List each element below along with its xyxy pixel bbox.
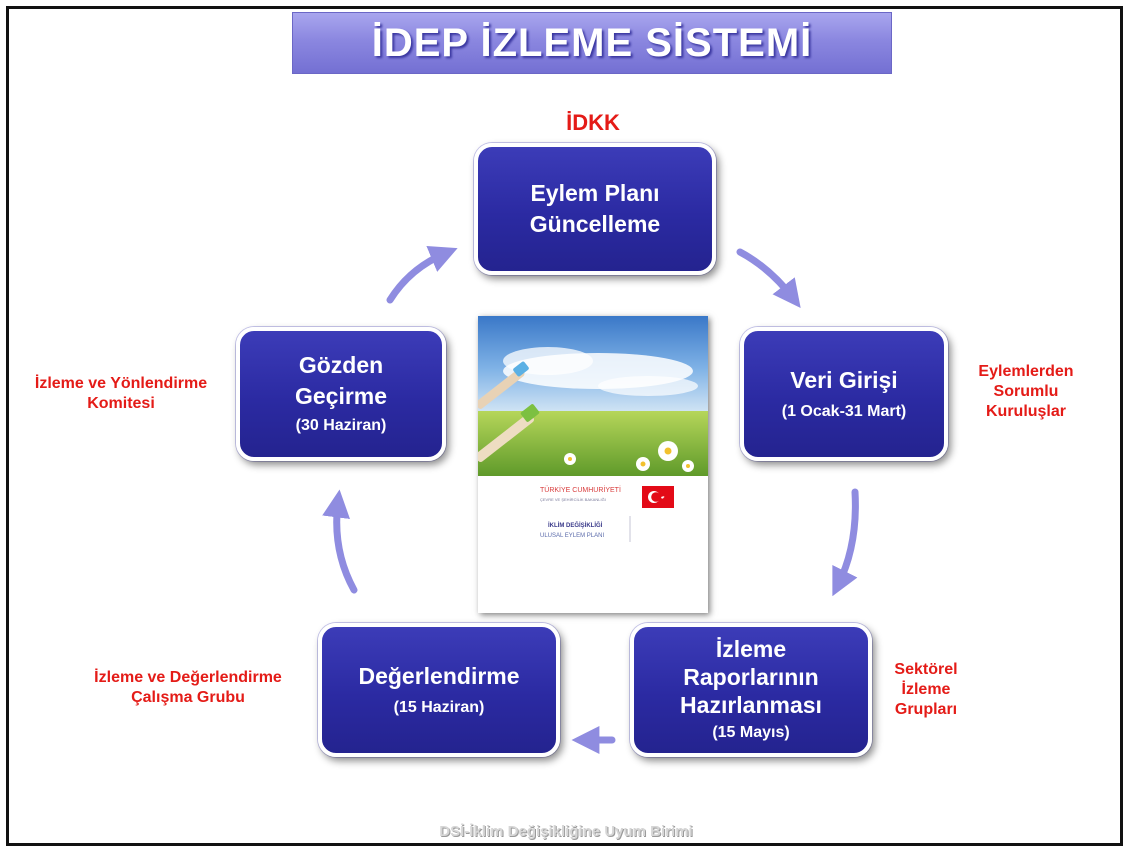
cover-illustration: TÜRKİYE CUMHURİYETİ ÇEVRE VE ŞEHİRCİLİK …: [478, 316, 708, 613]
label-sectoral-groups-line2: İzleme: [901, 681, 951, 698]
label-working-group-line2: Çalışma Grubu: [131, 689, 245, 706]
box-report-preparation-line3: Hazırlanması: [680, 692, 822, 718]
label-steering-committee-line1: İzleme ve Yönlendirme: [34, 375, 208, 392]
label-steering-committee: İzleme ve Yönlendirme Komitesi: [8, 374, 234, 414]
label-responsible-institutions: Eylemlerden Sorumlu Kuruluşlar: [956, 362, 1096, 422]
box-data-entry-title: Veri Girişi: [790, 366, 898, 393]
box-evaluation: Değerlendirme (15 Haziran): [318, 623, 560, 757]
label-working-group: İzleme ve Değerlendirme Çalışma Grubu: [62, 668, 314, 708]
label-sectoral-groups-line1: Sektörel: [894, 661, 958, 678]
cover-line4: ULUSAL EYLEM PLANI: [540, 533, 604, 539]
label-sectoral-groups-line3: Grupları: [894, 701, 958, 718]
box-report-preparation-line1: İzleme: [715, 636, 787, 662]
box-action-plan-update: Eylem Planı Güncelleme: [474, 143, 716, 275]
box-evaluation-title: Değerlendirme: [358, 662, 520, 689]
arrow-bottom-left-to-left: [322, 489, 358, 594]
box-action-plan-update-line1: Eylem Planı: [530, 180, 660, 206]
arrow-right-to-bottom-right: [832, 488, 859, 597]
label-responsible-institutions-line2: Sorumlu: [993, 383, 1059, 400]
page-title: İDEP İZLEME SİSTEMİ: [371, 20, 813, 65]
box-report-preparation-line2: Raporlarının: [683, 664, 819, 690]
cover-line1: TÜRKİYE CUMHURİYETİ: [540, 485, 621, 494]
label-responsible-institutions-line1: Eylemlerden: [978, 363, 1074, 380]
box-review-line2: Geçirme: [294, 383, 388, 409]
title-banner: İDEP İZLEME SİSTEMİ: [292, 12, 892, 74]
footer-watermark: DSİ-İklim Değişikliğine Uyum Birimi: [439, 823, 693, 840]
arrow-top-to-right: [736, 248, 801, 308]
box-data-entry-date: (1 Ocak-31 Mart): [781, 402, 907, 420]
top-label: İDKK: [566, 110, 620, 135]
label-working-group-line1: İzleme ve Değerlendirme: [94, 669, 282, 686]
daisy-icon: [564, 441, 694, 472]
box-review-date: (30 Haziran): [295, 417, 387, 434]
paintbrush-icon: [478, 361, 540, 463]
box-review: Gözden Geçirme (30 Haziran): [236, 327, 446, 461]
label-responsible-institutions-line3: Kuruluşlar: [985, 403, 1066, 420]
box-evaluation-date: (15 Haziran): [393, 698, 485, 716]
box-review-line1: Gözden: [298, 352, 384, 378]
cover-line2: ÇEVRE VE ŞEHİRCİLİK BAKANLIĞI: [540, 497, 606, 502]
label-steering-committee-line2: Komitesi: [87, 395, 155, 412]
label-sectoral-groups: Sektörel İzleme Grupları: [878, 660, 974, 720]
box-report-preparation: İzleme Raporlarının Hazırlanması (15 May…: [630, 623, 872, 757]
box-data-entry: Veri Girişi (1 Ocak-31 Mart): [740, 327, 948, 461]
box-action-plan-update-line2: Güncelleme: [529, 211, 661, 237]
arrow-left-to-top: [386, 246, 458, 304]
cover-line3: İKLİM DEĞİŞİKLİĞİ: [548, 521, 603, 529]
box-report-preparation-date: (15 Mayıs): [712, 724, 790, 741]
action-plan-cover-image: TÜRKİYE CUMHURİYETİ ÇEVRE VE ŞEHİRCİLİK …: [478, 316, 708, 613]
